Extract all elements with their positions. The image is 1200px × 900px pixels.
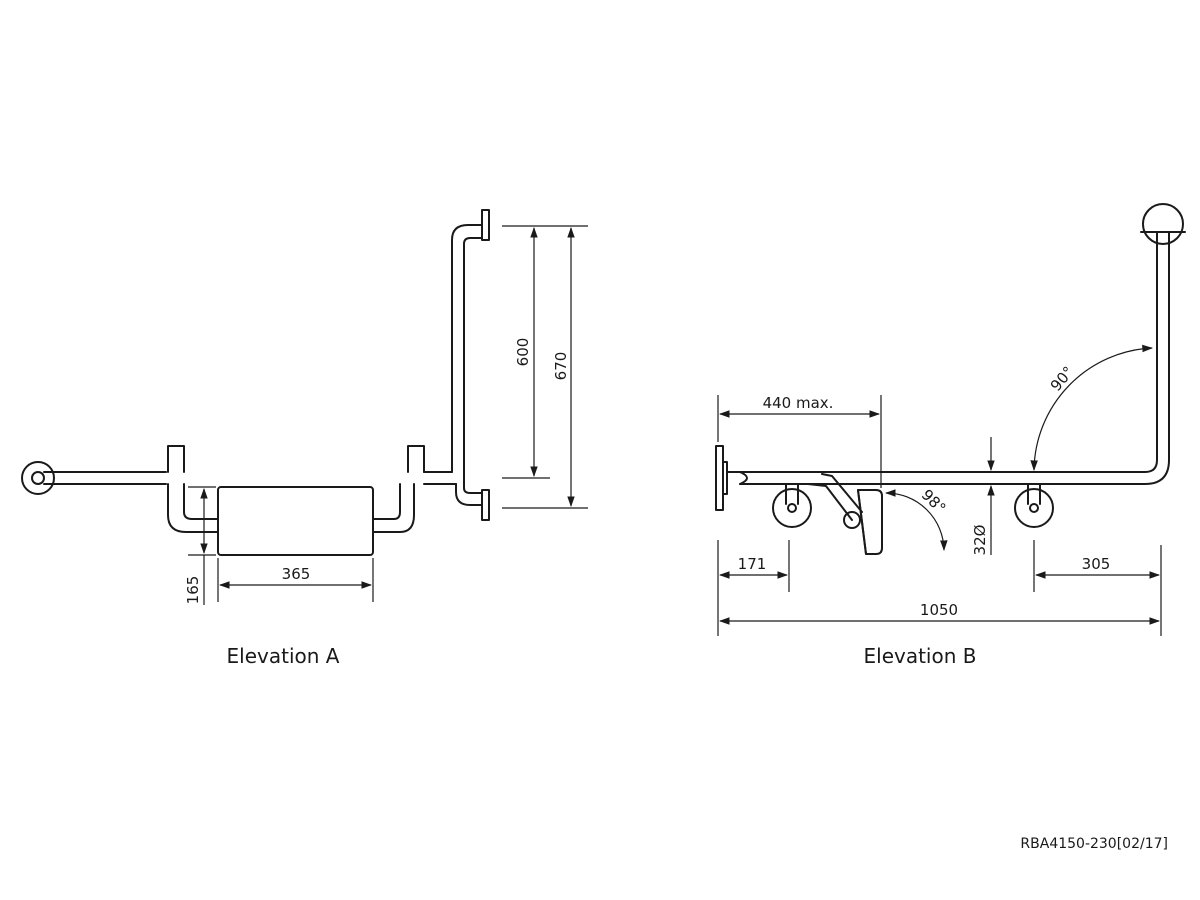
dim-label-171: 171 (738, 555, 767, 573)
angle-arc-98 (884, 489, 948, 552)
right-backrest-bracket (372, 445, 425, 533)
elevation-a-title: Elevation A (227, 644, 340, 668)
right-support-screw (1029, 503, 1039, 513)
dim-label-305: 305 (1082, 555, 1111, 573)
left-flange-rail-end (31, 471, 45, 485)
elevation-b-drawing: 440 max. 90° 98° 32Ø 171 305 1050 Elevat… (715, 203, 1186, 668)
dim-label-32: 32Ø (971, 524, 989, 555)
dim-label-1050: 1050 (920, 601, 958, 619)
left-horizontal-rail (43, 471, 167, 485)
dim-label-440: 440 max. (763, 394, 834, 412)
reference-code: RBA4150-230[02/17] (1020, 836, 1168, 852)
left-support-leg (785, 483, 799, 505)
rail-end-cap (739, 471, 748, 485)
horizontal-rail-side (726, 231, 1170, 485)
elevation-b-title: Elevation B (864, 644, 977, 668)
right-support-leg (1027, 483, 1041, 505)
right-support-flange (1014, 488, 1054, 528)
backrest-pad-edge (857, 489, 867, 555)
top-wall-flange (481, 209, 490, 241)
backrest-pad (217, 486, 374, 556)
right-horizontal-rail (423, 471, 457, 485)
backrest-pivot (843, 511, 861, 529)
angle-label-90: 90° (1047, 363, 1078, 395)
elevation-a-drawing: 600 670 365 165 Elevation A (21, 209, 588, 668)
dim-label-165: 165 (184, 576, 202, 605)
bottom-wall-flange (481, 489, 490, 521)
vertical-grab-rail (451, 224, 483, 485)
left-wall-plate-boss (722, 461, 728, 495)
angle-label-98: 98° (918, 486, 950, 518)
left-backrest-bracket (167, 445, 219, 533)
top-wall-flange (1142, 203, 1184, 245)
dim-label-670: 670 (552, 352, 570, 381)
left-wall-plate (715, 445, 724, 511)
angle-arc-90 (1030, 344, 1154, 472)
left-wall-flange (21, 461, 55, 495)
dim-label-365: 365 (282, 565, 311, 583)
backrest-pad-side (857, 489, 883, 555)
left-support-flange (772, 488, 812, 528)
lower-rail-return (455, 483, 483, 506)
left-support-screw (787, 503, 797, 513)
dim-label-600: 600 (514, 338, 532, 367)
backrest-arm (807, 473, 863, 521)
